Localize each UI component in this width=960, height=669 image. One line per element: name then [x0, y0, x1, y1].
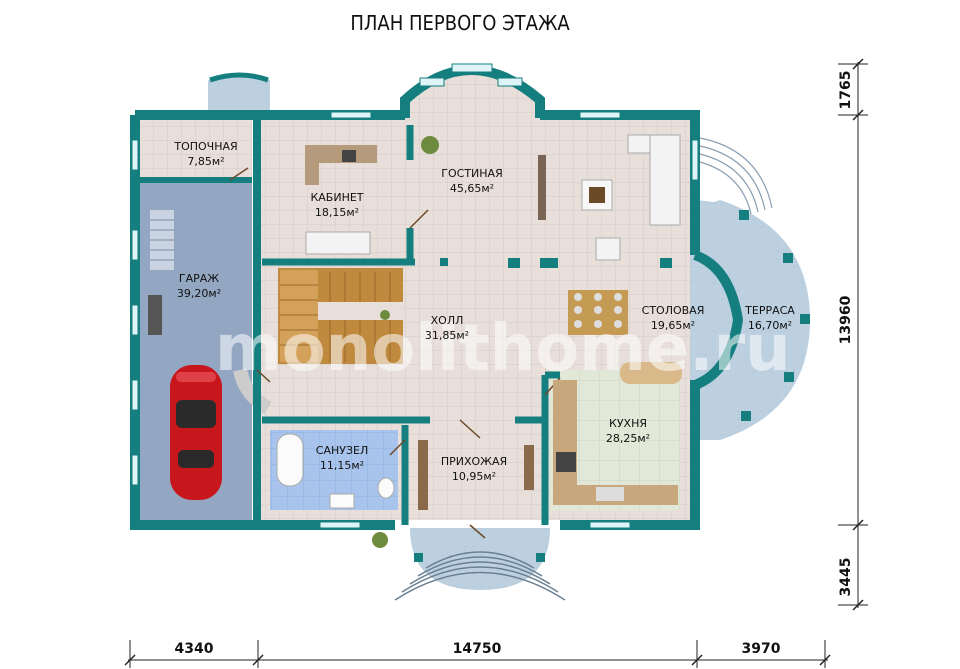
- dim-right-3: 3445: [838, 558, 854, 597]
- room-name: ГОСТИНАЯ: [441, 167, 502, 180]
- room-name: ГАРАЖ: [179, 272, 219, 285]
- plan-title: ПЛАН ПЕРВОГО ЭТАЖА: [350, 11, 570, 35]
- room-name: КАБИНЕТ: [310, 191, 363, 204]
- terrace-area: [690, 137, 810, 440]
- room-area: 39,20м²: [177, 287, 221, 300]
- room-name: САНУЗЕЛ: [316, 444, 368, 457]
- watermark: monolithome.ru: [215, 312, 791, 386]
- room-area: 28,25м²: [606, 432, 650, 445]
- room-labels: ТОПОЧНАЯ 7,85м² КАБИНЕТ 18,15м² ГОСТИНАЯ…: [173, 140, 795, 483]
- bathroom-fixtures: [276, 433, 395, 509]
- room-area: 45,65м²: [450, 182, 494, 195]
- room-area: 18,15м²: [315, 206, 359, 219]
- car-icon: [170, 365, 222, 500]
- living-furniture: [421, 134, 681, 268]
- right-dimensions: 1765 13960 3445: [838, 58, 868, 611]
- room-name: ТЕРРАСА: [744, 304, 795, 317]
- kitchen-furniture: [553, 380, 678, 505]
- room-area: 16,70м²: [748, 319, 792, 332]
- room-name: ПРИХОЖАЯ: [441, 455, 507, 468]
- garage-contents: [148, 210, 174, 335]
- room-name: ХОЛЛ: [431, 314, 464, 327]
- room-area: 11,15м²: [320, 459, 364, 472]
- plant-icon: [372, 532, 388, 548]
- boiler-entrance: [208, 76, 270, 110]
- staircase: [233, 268, 403, 415]
- dim-bottom-2: 14750: [453, 641, 502, 657]
- room-area: 10,95м²: [452, 470, 496, 483]
- dim-bottom-1: 4340: [175, 641, 214, 657]
- entrance-steps: [394, 528, 566, 601]
- dining-furniture: [568, 290, 682, 384]
- dim-bottom-3: 3970: [742, 641, 781, 657]
- room-name: СТОЛОВАЯ: [642, 304, 705, 317]
- bottom-dimensions: 4340 14750 3970: [124, 640, 831, 668]
- office-furniture: [305, 145, 377, 255]
- room-name: ТОПОЧНАЯ: [173, 140, 237, 153]
- room-name: КУХНЯ: [609, 417, 647, 430]
- dim-right-1: 1765: [838, 71, 854, 110]
- dim-right-2: 13960: [838, 295, 854, 344]
- room-area: 31,85м²: [425, 329, 469, 342]
- room-area: 7,85м²: [187, 155, 224, 168]
- room-area: 19,65м²: [651, 319, 695, 332]
